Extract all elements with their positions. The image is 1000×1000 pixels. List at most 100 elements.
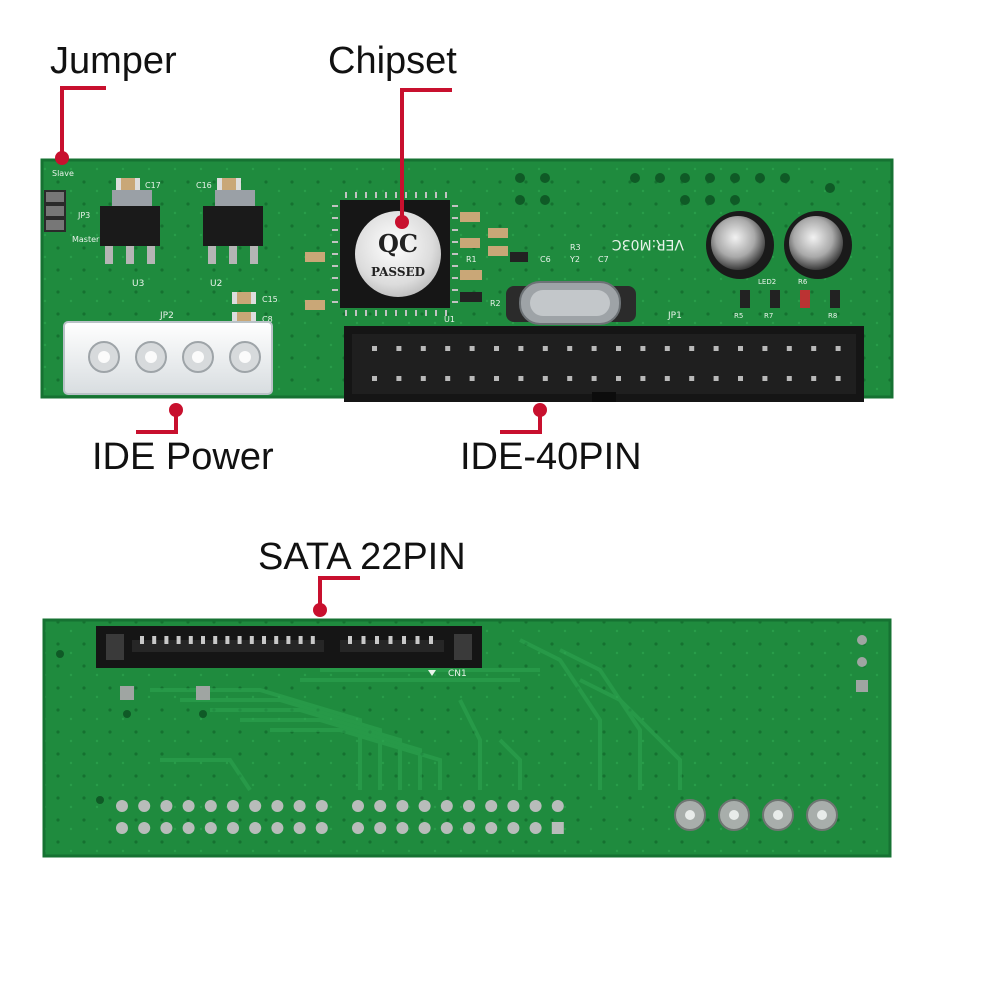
qc-text: QC	[378, 229, 418, 258]
chipset-callout-dot	[395, 215, 409, 229]
ide-40pin-callout-dot	[533, 403, 547, 417]
ide-pin	[664, 346, 670, 351]
solder-pad	[396, 822, 409, 834]
sata-contact	[140, 636, 144, 644]
u3-silkscreen: U3	[132, 279, 144, 289]
ide-pin	[445, 346, 451, 351]
ide-pin	[542, 376, 548, 381]
c17-silkscreen: C17	[145, 181, 161, 190]
r5-silkscreen: R5	[734, 312, 743, 320]
sata-contact	[286, 636, 291, 644]
c16-silkscreen: C16	[196, 181, 212, 190]
ide-pin	[786, 346, 792, 351]
ide-pin	[640, 346, 646, 351]
sata-contact	[274, 636, 279, 644]
r7-silkscreen: R7	[764, 312, 773, 320]
solder-pad	[116, 822, 128, 834]
jp3-silkscreen: JP3	[77, 211, 90, 220]
model-silkscreen: VER:M03C	[612, 236, 684, 252]
ide-pin	[567, 346, 573, 351]
sata-contact	[298, 636, 303, 644]
sata-contact	[388, 636, 393, 644]
solder-pad	[227, 800, 239, 812]
sata-contact	[249, 636, 254, 644]
ide-pin	[372, 346, 377, 351]
sata-contact	[429, 636, 433, 644]
bottom-board: CN1	[42, 618, 892, 858]
ide-pin	[396, 376, 402, 381]
r2-silkscreen: R2	[490, 299, 501, 308]
jp2-silkscreen: JP2	[159, 311, 174, 321]
chipset: QC PASSED	[332, 192, 458, 316]
sata-contact	[237, 636, 242, 644]
crystal-oscillator	[506, 281, 636, 325]
ide-pin	[372, 376, 377, 381]
ide-pin	[494, 346, 499, 351]
ide-pin	[738, 346, 743, 351]
solder-pad	[160, 822, 173, 834]
solder-pad	[529, 822, 542, 834]
ide-40pin-callout-line	[500, 410, 542, 434]
jumper-header: Master Slave JP3	[44, 169, 100, 244]
ide-pin	[689, 346, 695, 351]
ide-pin	[664, 376, 670, 381]
solder-pad	[352, 822, 364, 834]
ide-pin	[542, 346, 548, 351]
solder-pad	[352, 800, 364, 812]
pcb-traces	[150, 638, 682, 792]
solder-pad	[418, 822, 431, 834]
solder-pad	[440, 822, 453, 834]
sata-contact	[402, 636, 406, 644]
solder-pad	[293, 822, 306, 834]
c15-silkscreen: C15	[262, 295, 278, 304]
r3-silkscreen: R3	[570, 243, 581, 252]
ide-pin	[494, 376, 499, 381]
ide-40pin-label: IDE-40PIN	[460, 436, 642, 478]
ide-40pin-connector	[344, 326, 864, 402]
jumper-callout-dot	[55, 151, 69, 165]
sata-contact	[415, 636, 420, 644]
solder-pad	[551, 800, 564, 812]
qc-passed-sticker	[355, 211, 441, 297]
ide-pin	[469, 346, 475, 351]
jp1-silkscreen: JP1	[667, 311, 682, 321]
u1-silkscreen: U1	[444, 315, 455, 324]
top-board: Master Slave JP3 U3 U2 C17 C16	[40, 158, 894, 402]
regulator-u2: U2	[203, 190, 263, 289]
top-pin-holes	[515, 173, 835, 205]
jumper-callout-line	[60, 86, 106, 158]
solder-pad	[293, 800, 306, 812]
ide-power-callout-dot	[169, 403, 183, 417]
solder-pad	[396, 800, 409, 812]
sata-contact	[310, 636, 315, 644]
sata-22pin-connector: CN1	[96, 626, 482, 679]
solder-pad	[315, 822, 328, 834]
ide-power-callout-line	[136, 410, 178, 434]
ide-pin	[591, 376, 597, 381]
ide-pin	[469, 376, 475, 381]
solder-pad	[463, 822, 475, 834]
callout-lines	[60, 86, 542, 610]
solder-pad	[440, 800, 453, 812]
solder-pad	[249, 800, 262, 812]
sata-contact	[188, 636, 193, 644]
ide-pin	[713, 346, 719, 351]
ide-pin	[616, 376, 621, 381]
ide-pin	[713, 376, 719, 381]
power-solder-pads	[674, 799, 838, 831]
solder-pad	[138, 800, 151, 812]
solder-pad	[463, 800, 475, 812]
solder-pad	[116, 800, 128, 812]
ide-power-connector	[63, 321, 273, 395]
sata-22pin-callout-line	[318, 576, 360, 610]
ide-pin	[689, 376, 695, 381]
ide-pin	[762, 376, 768, 381]
regulator-u3: U3	[100, 190, 160, 289]
ide-power-label: IDE Power	[92, 436, 274, 478]
solder-pad	[204, 800, 217, 812]
sata-22pin-label: SATA 22PIN	[258, 536, 466, 578]
ide-pin	[762, 346, 768, 351]
ide-pin	[518, 376, 524, 381]
bottom-vias	[56, 635, 868, 804]
